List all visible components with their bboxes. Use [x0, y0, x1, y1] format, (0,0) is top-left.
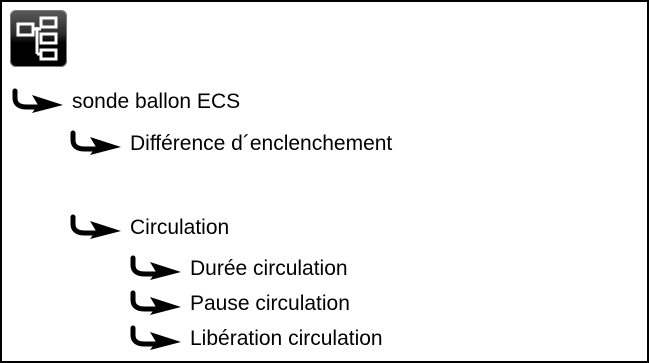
menu-item-duree-circulation[interactable]: Durée circulation: [128, 251, 348, 287]
submenu-arrow-icon: [130, 255, 181, 280]
menu-item-sonde-ballon-ecs[interactable]: sonde ballon ECS: [10, 84, 240, 120]
menu-item-pause-circulation[interactable]: Pause circulation: [128, 286, 350, 322]
menu-item-label: sonde ballon ECS: [72, 90, 241, 113]
menu-item-label: Pause circulation: [190, 292, 350, 315]
menu-item-label: Durée circulation: [190, 257, 348, 280]
submenu-arrow-icon: [70, 130, 121, 155]
submenu-arrow-icon: [12, 88, 63, 113]
menu-item-circulation[interactable]: Circulation: [68, 210, 229, 246]
menu-item-label: Différence d´enclenchement: [130, 132, 393, 155]
menu-structure-icon[interactable]: [10, 10, 67, 67]
menu-item-label: Circulation: [130, 216, 230, 239]
menu-item-liberation-circulation[interactable]: Libération circulation: [128, 321, 383, 357]
submenu-arrow-icon: [130, 325, 181, 350]
menu-item-difference-enclenchement[interactable]: Différence d´enclenchement: [68, 126, 392, 162]
submenu-arrow-icon: [70, 214, 121, 239]
menu-item-label: Libération circulation: [190, 327, 383, 350]
submenu-arrow-icon: [130, 290, 181, 315]
